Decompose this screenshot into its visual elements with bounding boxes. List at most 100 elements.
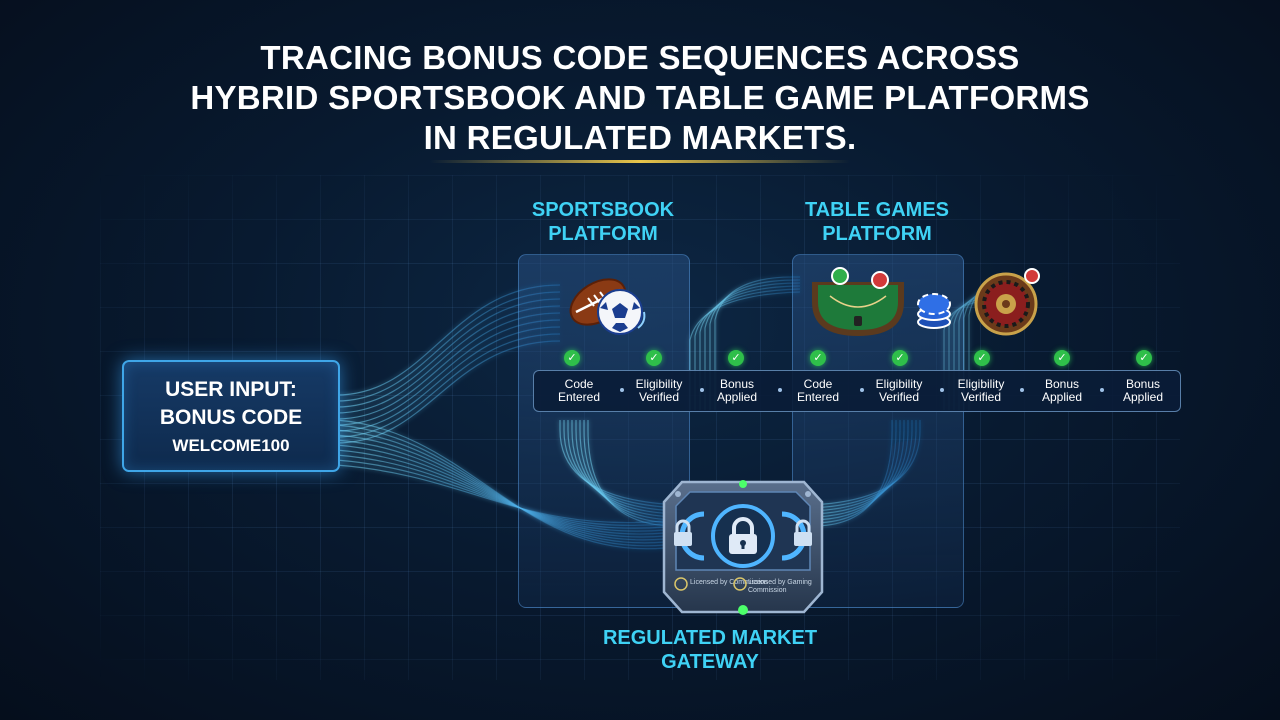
sportsbook-title-line-2: PLATFORM [548, 223, 658, 245]
checkmark-icon: ✓ [728, 350, 744, 366]
step-label-line-1: Code [803, 377, 833, 391]
flow-line [335, 429, 666, 544]
gateway-title-line-1: REGULATED MARKET [602, 627, 818, 649]
step-label-line-1: Eligibility [957, 377, 1005, 391]
step-label-line-2: Verified [960, 390, 1002, 404]
step-label-line-2: Applied [1122, 390, 1164, 404]
soccer-ball-icon [597, 289, 646, 335]
table-games-title-line-2: PLATFORM [822, 223, 932, 245]
flow-line [335, 454, 666, 529]
flow-line [335, 326, 561, 432]
step-separator [1020, 388, 1024, 392]
license-seal-left: Licensed by Commission [690, 579, 768, 586]
flow-line [689, 291, 801, 410]
step-separator [940, 388, 944, 392]
step-bonus-applied: Bonus Applied [1102, 371, 1184, 411]
sportsbook-title-line-1: SPORTSBOOK [531, 199, 675, 221]
bonus-code-value: WELCOME100 [172, 436, 290, 455]
step-label-line-1: Code [564, 377, 594, 391]
step-eligibility-verified: Eligibility Verified [858, 371, 940, 411]
checkmark-icon: ✓ [810, 350, 826, 366]
table-games-platform-title: TABLE GAMES PLATFORM [757, 198, 997, 246]
step-label-line-1: Bonus [719, 377, 755, 391]
blackjack-table-icon [812, 267, 904, 336]
flow-line [809, 420, 909, 515]
step-code-entered: Code Entered [538, 371, 620, 411]
step-separator [1100, 388, 1104, 392]
step-label-line-2: Verified [878, 390, 920, 404]
step-label-line-1: Bonus [1044, 377, 1080, 391]
user-input-label: USER INPUT: [165, 378, 297, 401]
padlock-icon [794, 519, 812, 546]
flow-line [809, 420, 901, 521]
step-eligibility-verified: Eligibility Verified [618, 371, 700, 411]
user-input-box: USER INPUT: BONUS CODE WELCOME100 [122, 360, 340, 472]
checkmark-icon: ✓ [646, 350, 662, 366]
flow-line [587, 420, 681, 527]
step-bonus-applied: Bonus Applied [696, 371, 778, 411]
checkmark-icon: ✓ [974, 350, 990, 366]
step-label-line-2: Applied [716, 390, 758, 404]
checkmark-icon: ✓ [1054, 350, 1070, 366]
step-label-line-1: Eligibility [635, 377, 683, 391]
flow-line [335, 298, 561, 408]
checkmark-icon: ✓ [1136, 350, 1152, 366]
step-label-line-1: Eligibility [875, 377, 923, 391]
verification-step-bar: Code Entered Eligibility Verified Bonus … [533, 370, 1181, 412]
flow-line [335, 434, 666, 541]
step-separator [620, 388, 624, 392]
step-label-line-1: Bonus [1125, 377, 1161, 391]
flow-line [809, 420, 905, 518]
flow-line [335, 444, 666, 535]
step-eligibility-verified: Eligibility Verified [940, 371, 1022, 411]
flow-line [335, 464, 666, 524]
flow-line [335, 419, 666, 550]
flow-line [335, 340, 561, 444]
gateway-title: REGULATED MARKET GATEWAY [540, 626, 880, 674]
flow-line [335, 319, 561, 426]
flow-line [809, 420, 893, 527]
flow-line [335, 449, 666, 532]
flow-line [335, 312, 561, 420]
bonus-code-label: BONUS CODE [159, 406, 303, 429]
flow-line [583, 420, 681, 524]
flow-line [335, 305, 561, 414]
flow-line [809, 420, 897, 524]
table-games-title-line-1: TABLE GAMES [804, 199, 950, 221]
title-line-2: HYBRID SPORTSBOOK AND TABLE GAME PLATFOR… [190, 79, 1090, 116]
flow-line [335, 459, 666, 526]
flow-line [335, 284, 561, 396]
poker-chips-icon [917, 293, 951, 329]
flow-line [335, 439, 666, 538]
license-seal-right: Licensed by Gaming Commission [748, 579, 812, 594]
step-separator [700, 388, 704, 392]
padlock-icon [729, 517, 757, 554]
step-separator [778, 388, 782, 392]
gateway-title-line-2: GATEWAY [661, 651, 759, 673]
title-underline [430, 160, 850, 163]
flow-line [335, 333, 561, 438]
step-label-line-2: Entered [796, 390, 840, 404]
page-title: TRACING BONUS CODE SEQUENCES ACROSS HYBR… [0, 38, 1280, 158]
step-label-line-2: Verified [638, 390, 680, 404]
roulette-wheel-icon [974, 268, 1040, 336]
step-bonus-applied: Bonus Applied [1021, 371, 1103, 411]
title-line-1: TRACING BONUS CODE SEQUENCES ACROSS [260, 39, 1020, 76]
step-code-entered: Code Entered [777, 371, 859, 411]
flow-line [714, 276, 801, 410]
flow-line [704, 282, 801, 410]
license-seal-icon [733, 577, 747, 591]
flow-line [699, 285, 801, 410]
padlock-icon [674, 519, 692, 546]
license-seal-icon [674, 577, 688, 591]
flow-line [335, 424, 666, 547]
step-label-line-2: Applied [1041, 390, 1083, 404]
sportsbook-platform-title: SPORTSBOOK PLATFORM [483, 198, 723, 246]
title-line-3: IN REGULATED MARKETS. [423, 119, 857, 156]
flow-line [335, 291, 561, 402]
checkmark-icon: ✓ [564, 350, 580, 366]
step-separator [860, 388, 864, 392]
flow-line [709, 279, 801, 410]
step-label-line-2: Entered [557, 390, 601, 404]
